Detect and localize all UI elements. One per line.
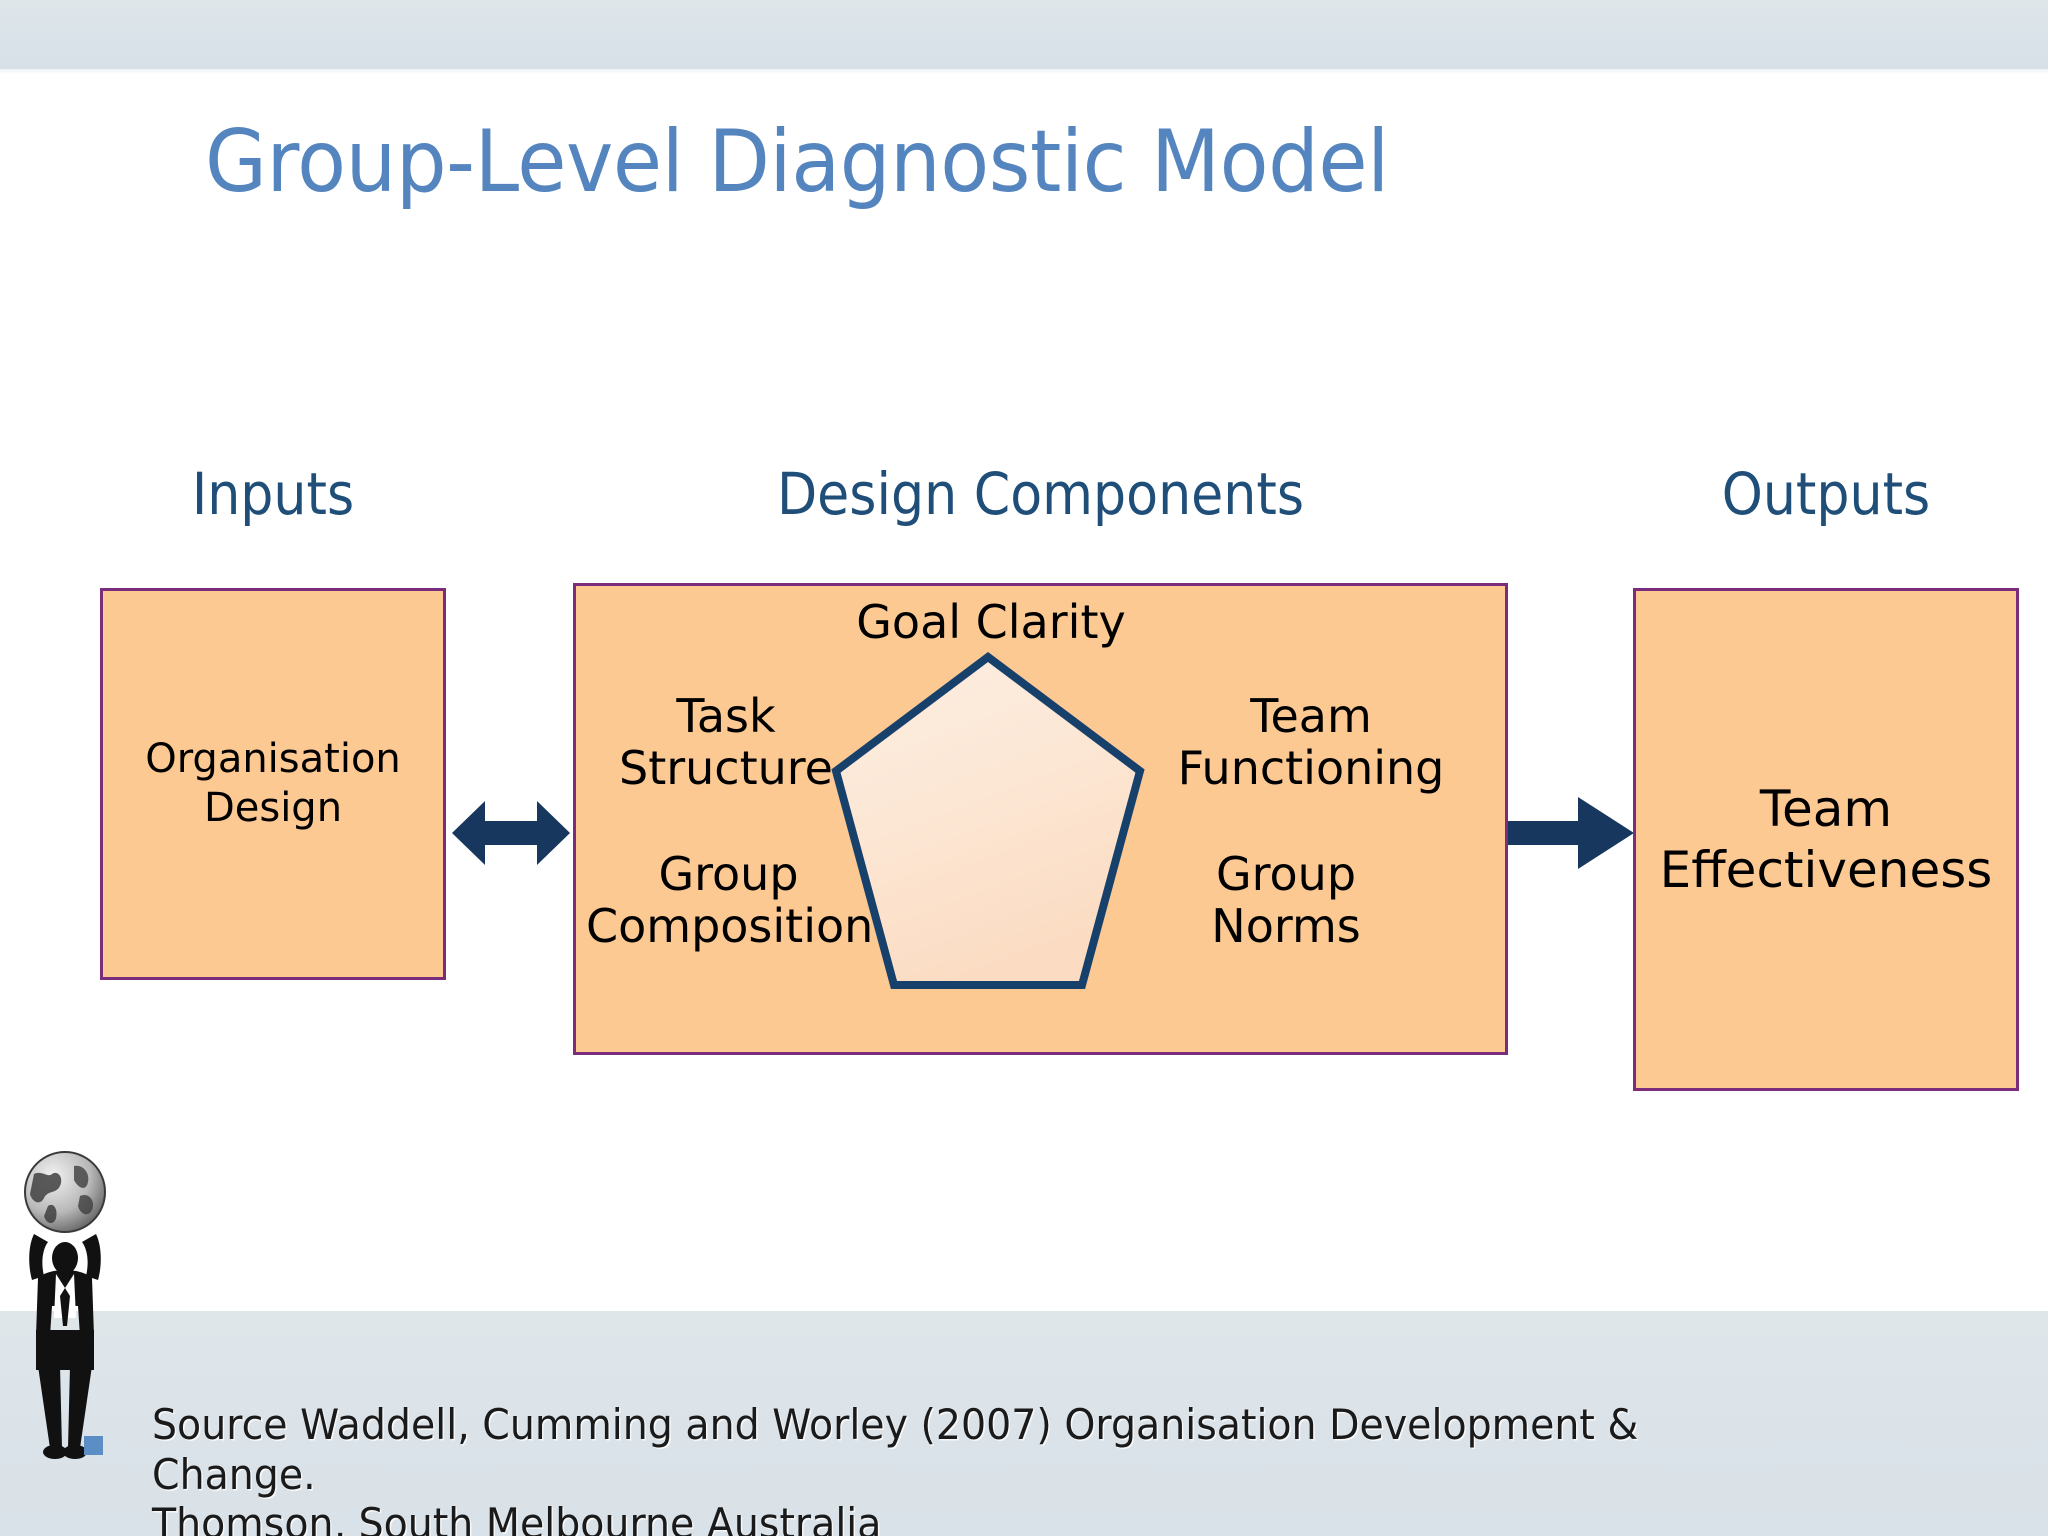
- design-label-goal-clarity: Goal Clarity: [856, 595, 1126, 649]
- double-headed-arrow-icon: [452, 801, 570, 865]
- pentagon-shape: [831, 652, 1145, 989]
- inputs-box: Organisation Design: [100, 588, 446, 980]
- design-components-box: Goal Clarity Task Structure Team Functio…: [573, 583, 1508, 1055]
- inputs-box-label: Organisation Design: [145, 736, 401, 831]
- column-header-outputs: Outputs: [1721, 460, 1931, 528]
- top-band-edge: [0, 69, 2048, 74]
- outputs-box-label: Team Effectiveness: [1659, 779, 1993, 899]
- page-title: Group-Level Diagnostic Model: [205, 112, 1389, 212]
- column-header-inputs: Inputs: [191, 460, 355, 528]
- right-arrow-icon: [1508, 797, 1634, 869]
- source-citation: Source Waddell, Cumming and Worley (2007…: [152, 1400, 1639, 1536]
- design-label-team-functioning: Team Functioning: [1177, 689, 1445, 795]
- design-label-task-structure: Task Structure: [619, 689, 833, 795]
- outputs-box: Team Effectiveness: [1633, 588, 2019, 1091]
- source-bullet-icon: [84, 1436, 103, 1455]
- top-decorative-band: [0, 0, 2048, 69]
- globe-man-icon: [24, 1151, 106, 1459]
- design-label-group-composition: Group Composition: [586, 847, 874, 953]
- design-label-group-norms: Group Norms: [1211, 847, 1361, 953]
- bottom-decorative-band: [0, 1311, 2048, 1536]
- column-header-design-components: Design Components: [776, 460, 1305, 528]
- design-components-inner: Goal Clarity Task Structure Team Functio…: [576, 586, 1505, 1052]
